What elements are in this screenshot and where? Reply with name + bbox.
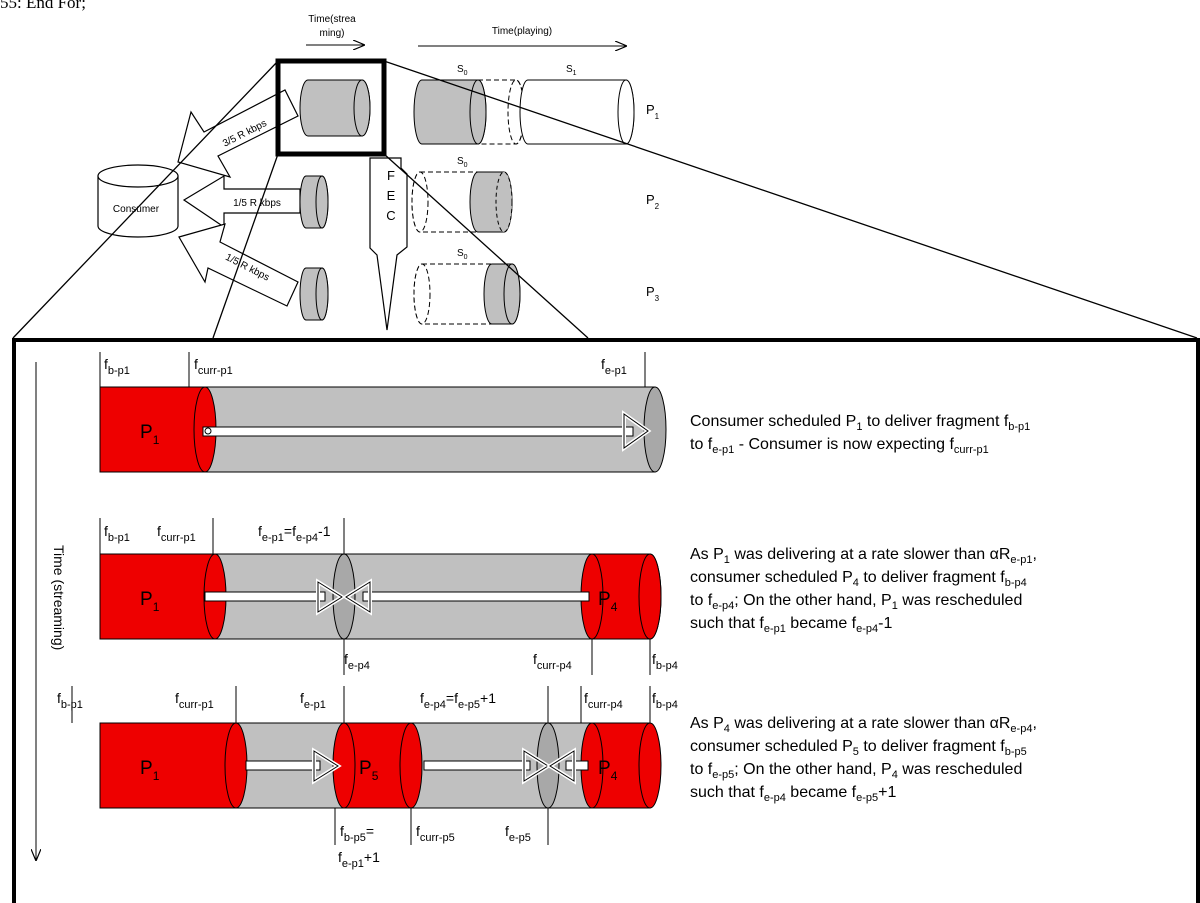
rate-label-p2: 1/5 R kbps — [233, 198, 281, 209]
stage3-label-b-p1: fb-p1 — [57, 690, 83, 711]
stage1-label-curr-p1: fcurr-p1 — [194, 356, 233, 377]
peer-label-p2: P2 — [646, 192, 660, 211]
stage3-label-b-p4: fb-p4 — [652, 690, 678, 711]
fec-letter-c: C — [386, 208, 395, 223]
stage1-description: Consumer scheduled P1 to deliver fragmen… — [690, 410, 1030, 456]
stage3-label-curr-p1: fcurr-p1 — [175, 690, 214, 711]
play-cylinder-p1-s1 — [520, 80, 634, 144]
desc-line: As P1 was delivering at a rate slower th… — [690, 543, 1037, 566]
s0-label-row1: S0 — [457, 64, 468, 77]
stage2-label-curr-p4: fcurr-p4 — [533, 651, 572, 672]
desc-line: to fe-p5; On the other hand, P4 was resc… — [690, 758, 1037, 781]
stream-cylinder-p1 — [300, 80, 370, 136]
fec-arrow: F E C — [370, 158, 407, 330]
stage3-label-curr-p4: fcurr-p4 — [584, 690, 623, 711]
time-streaming-label-1: Time(strea — [308, 14, 356, 25]
time-streaming-label-2: ming) — [319, 28, 344, 39]
rate-arrow-p2: 1/5 R kbps — [184, 176, 300, 227]
stage2-label-curr-p1: fcurr-p1 — [157, 523, 196, 544]
stage3-description: As P4 was delivering at a rate slower th… — [690, 712, 1037, 804]
stage3-label-e-p1-plus1: fe-p1+1 — [338, 849, 380, 870]
stage3-label-b-p5: fb-p5= — [340, 823, 374, 844]
stage2-description: As P1 was delivering at a rate slower th… — [690, 543, 1037, 635]
consumer-cylinder: Consumer — [98, 165, 178, 237]
stream-cylinder-p3 — [300, 268, 328, 320]
desc-line: consumer scheduled P5 to deliver fragmen… — [690, 735, 1037, 758]
stream-cylinder-p2 — [300, 176, 328, 228]
play-cylinder-p2-s0 — [412, 172, 512, 232]
desc-line: Consumer scheduled P1 to deliver fragmen… — [690, 410, 1030, 433]
stage3-label-e-p4: fe-p4=fe-p5+1 — [420, 690, 496, 711]
top-overview: Time(strea ming) Time(playing) Consumer … — [13, 14, 1197, 338]
stage1-label-e-p1: fe-p1 — [601, 356, 627, 377]
stage2-label-b-p4: fb-p4 — [652, 651, 678, 672]
desc-line: to fe-p1 - Consumer is now expecting fcu… — [690, 433, 1030, 456]
desc-line: As P4 was delivering at a rate slower th… — [690, 712, 1037, 735]
desc-line: such that fe-p1 became fe-p4-1 — [690, 612, 1037, 635]
stage3-label-curr-p5: fcurr-p5 — [416, 823, 455, 844]
desc-line: to fe-p4; On the other hand, P1 was resc… — [690, 589, 1037, 612]
desc-line: consumer scheduled P4 to deliver fragmen… — [690, 566, 1037, 589]
stage3-label-e-p5: fe-p5 — [505, 823, 531, 844]
s0-label-row3: S0 — [457, 248, 468, 261]
fec-letter-e: E — [387, 188, 396, 203]
stage2-label-e-p4: fe-p4 — [344, 651, 370, 672]
stage3-label-e-p1: fe-p1 — [300, 690, 326, 711]
desc-line: such that fe-p4 became fe-p5+1 — [690, 781, 1037, 804]
stage2-label-e-p1: fe-p1=fe-p4-1 — [258, 523, 331, 544]
s1-label-row1: S1 — [566, 64, 577, 77]
time-axis-label: Time (streaming) — [51, 545, 67, 650]
s0-label-row2: S0 — [457, 156, 468, 169]
stage1-label-b-p1: fb-p1 — [104, 356, 130, 377]
time-playing-label: Time(playing) — [492, 26, 552, 37]
peer-label-p3: P3 — [646, 284, 660, 303]
fec-letter-f: F — [387, 168, 395, 183]
play-cylinder-p3-s0 — [414, 264, 520, 324]
peer-label-p1: P1 — [646, 102, 660, 121]
stage2-label-b-p1: fb-p1 — [104, 523, 130, 544]
